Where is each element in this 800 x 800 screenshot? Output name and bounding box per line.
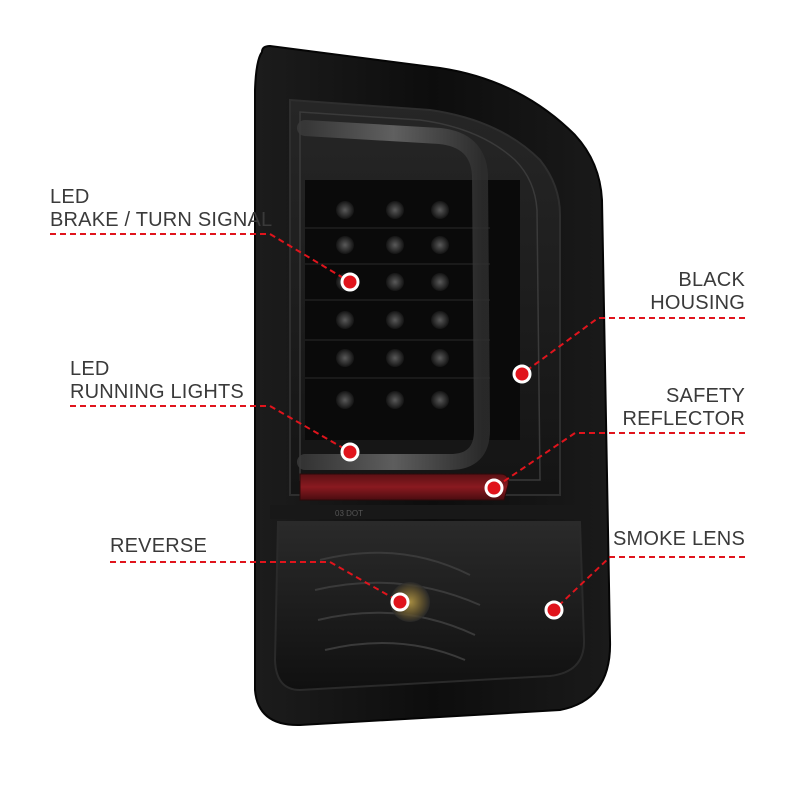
- dot-led-running: [340, 442, 360, 462]
- label-safety-reflector-line2: REFLECTOR: [622, 408, 745, 430]
- label-safety-reflector-line1: SAFETY: [666, 385, 745, 407]
- inner-frame: [299, 111, 541, 481]
- reverse-reflector-ribs: [314, 551, 481, 661]
- callout-dots: [340, 272, 564, 620]
- label-led-running-line1: LED: [70, 358, 110, 380]
- label-led-running: LED RUNNING LIGHTS: [70, 358, 244, 404]
- label-smoke-lens-line1: SMOKE LENS: [612, 528, 745, 550]
- label-safety-reflector: SAFETY REFLECTOR: [622, 385, 745, 431]
- label-black-housing-line1: BLACK: [678, 269, 745, 291]
- leader-reverse: [110, 561, 401, 603]
- leader-led-running: [70, 405, 351, 453]
- dot-led-brake-turn: [340, 272, 360, 292]
- light-tube: [297, 120, 491, 470]
- safety-reflector-strip: [299, 473, 509, 501]
- leader-smoke-lens: [553, 556, 745, 611]
- label-led-brake-turn-line1: LED: [50, 186, 90, 208]
- label-smoke-lens: SMOKE LENS: [613, 528, 745, 551]
- label-reverse: REVERSE: [110, 535, 207, 558]
- label-black-housing-line2: HOUSING: [650, 292, 745, 314]
- label-led-running-line2: RUNNING LIGHTS: [70, 381, 244, 403]
- label-led-brake-turn-line2: BRAKE / TURN SIGNAL: [50, 209, 273, 231]
- leader-safety-reflector: [493, 432, 745, 489]
- label-reverse-line1: REVERSE: [110, 535, 207, 557]
- label-led-brake-turn: LED BRAKE / TURN SIGNAL: [50, 186, 272, 232]
- leader-led-brake-turn: [50, 233, 351, 283]
- dot-black-housing: [512, 364, 532, 384]
- lens-marking: 03 DOT: [335, 509, 363, 518]
- dot-safety-reflector: [484, 478, 504, 498]
- dot-reverse: [390, 592, 410, 612]
- dot-smoke-lens: [544, 600, 564, 620]
- label-black-housing: BLACK HOUSING: [650, 269, 745, 315]
- reverse-bulb: [390, 582, 430, 622]
